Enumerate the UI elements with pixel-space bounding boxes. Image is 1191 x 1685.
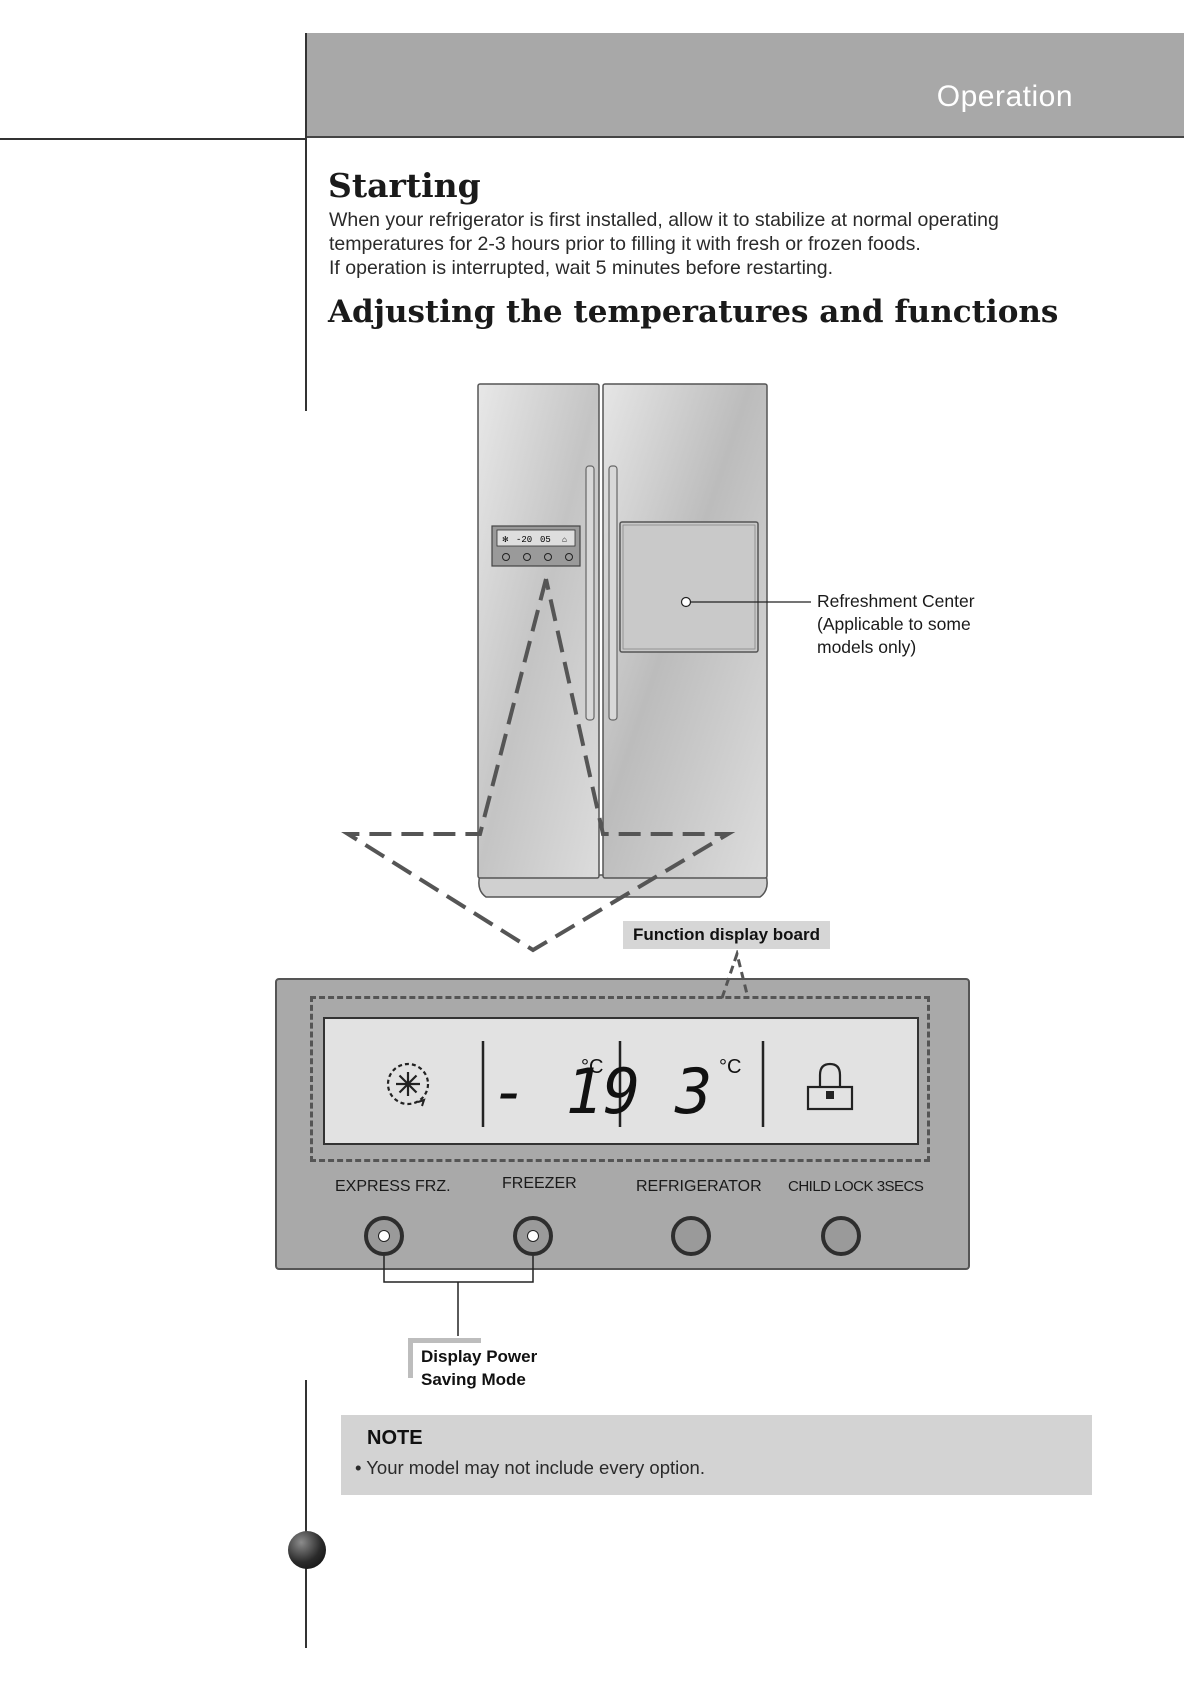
refreshment-center-callout: Refreshment Center (Applicable to some m…: [817, 590, 975, 659]
refrigerator-label: REFRIGERATOR: [636, 1178, 762, 1195]
power-saving-label-accent: [408, 1338, 481, 1343]
refreshment-line-1: Refreshment Center: [817, 591, 975, 611]
dashed-pointer: [720, 950, 750, 999]
starting-heading: Starting: [328, 166, 481, 205]
fridge-temp-unit: °C: [719, 1056, 741, 1078]
refreshment-line-3: models only): [817, 637, 917, 657]
power-saving-line-2: Saving Mode: [421, 1370, 526, 1389]
lock-icon: [806, 1062, 854, 1111]
vertical-rule-top: [305, 33, 307, 411]
refrigerator-button[interactable]: [671, 1216, 711, 1256]
freezer-temp-unit: °C: [581, 1056, 603, 1078]
refreshment-line-2: (Applicable to some: [817, 614, 971, 634]
power-saving-label: Display Power Saving Mode: [421, 1345, 537, 1391]
express-freeze-icon: [386, 1062, 430, 1107]
svg-text:✻: ✻: [502, 535, 509, 544]
mini-freezer-temp: -20: [516, 535, 532, 545]
function-display-board-label: Function display board: [623, 921, 831, 949]
starting-body: When your refrigerator is first installe…: [329, 208, 1049, 280]
button-indicator-dot: [527, 1230, 539, 1242]
svg-text:⌂: ⌂: [562, 535, 567, 544]
page-marker-bullet: [288, 1531, 326, 1569]
starting-line-2: temperatures for 2-3 hours prior to fill…: [329, 233, 921, 255]
header-divider: [306, 136, 1184, 138]
left-rule: [0, 138, 306, 140]
starting-line-3: If operation is interrupted, wait 5 minu…: [329, 257, 834, 279]
note-box: [341, 1415, 1092, 1495]
display-dashed-outline: [310, 996, 930, 1162]
child-lock-label: CHILD LOCK 3SECS: [788, 1178, 924, 1195]
mini-fridge-temp: 05: [540, 535, 551, 545]
note-title: NOTE: [367, 1427, 423, 1449]
starting-line-1: When your refrigerator is first installe…: [329, 209, 999, 231]
vertical-rule-bottom: [305, 1380, 307, 1648]
button-indicator-dot: [378, 1230, 390, 1242]
fridge-temp-readout: 3: [674, 1055, 712, 1128]
freezer-label: FREEZER: [502, 1175, 577, 1192]
freezer-button[interactable]: [513, 1216, 553, 1256]
freezer-temp-readout: - 19: [491, 1055, 640, 1128]
header-band: [306, 33, 1184, 136]
refrigerator-illustration: ✻ -20 05 ⌂: [341, 383, 811, 953]
function-display-content: - 19 °C 3 °C: [386, 1041, 854, 1128]
power-saving-bracket: [383, 1256, 534, 1336]
adjusting-heading: Adjusting the temperatures and functions: [328, 294, 1059, 330]
child-lock-button[interactable]: [821, 1216, 861, 1256]
express-frz-button[interactable]: [364, 1216, 404, 1256]
power-saving-label-accent-v: [408, 1338, 413, 1378]
express-frz-label: EXPRESS FRZ.: [335, 1178, 451, 1195]
section-title: Operation: [936, 80, 1073, 113]
note-text: • Your model may not include every optio…: [355, 1457, 705, 1478]
power-saving-line-1: Display Power: [421, 1347, 538, 1366]
